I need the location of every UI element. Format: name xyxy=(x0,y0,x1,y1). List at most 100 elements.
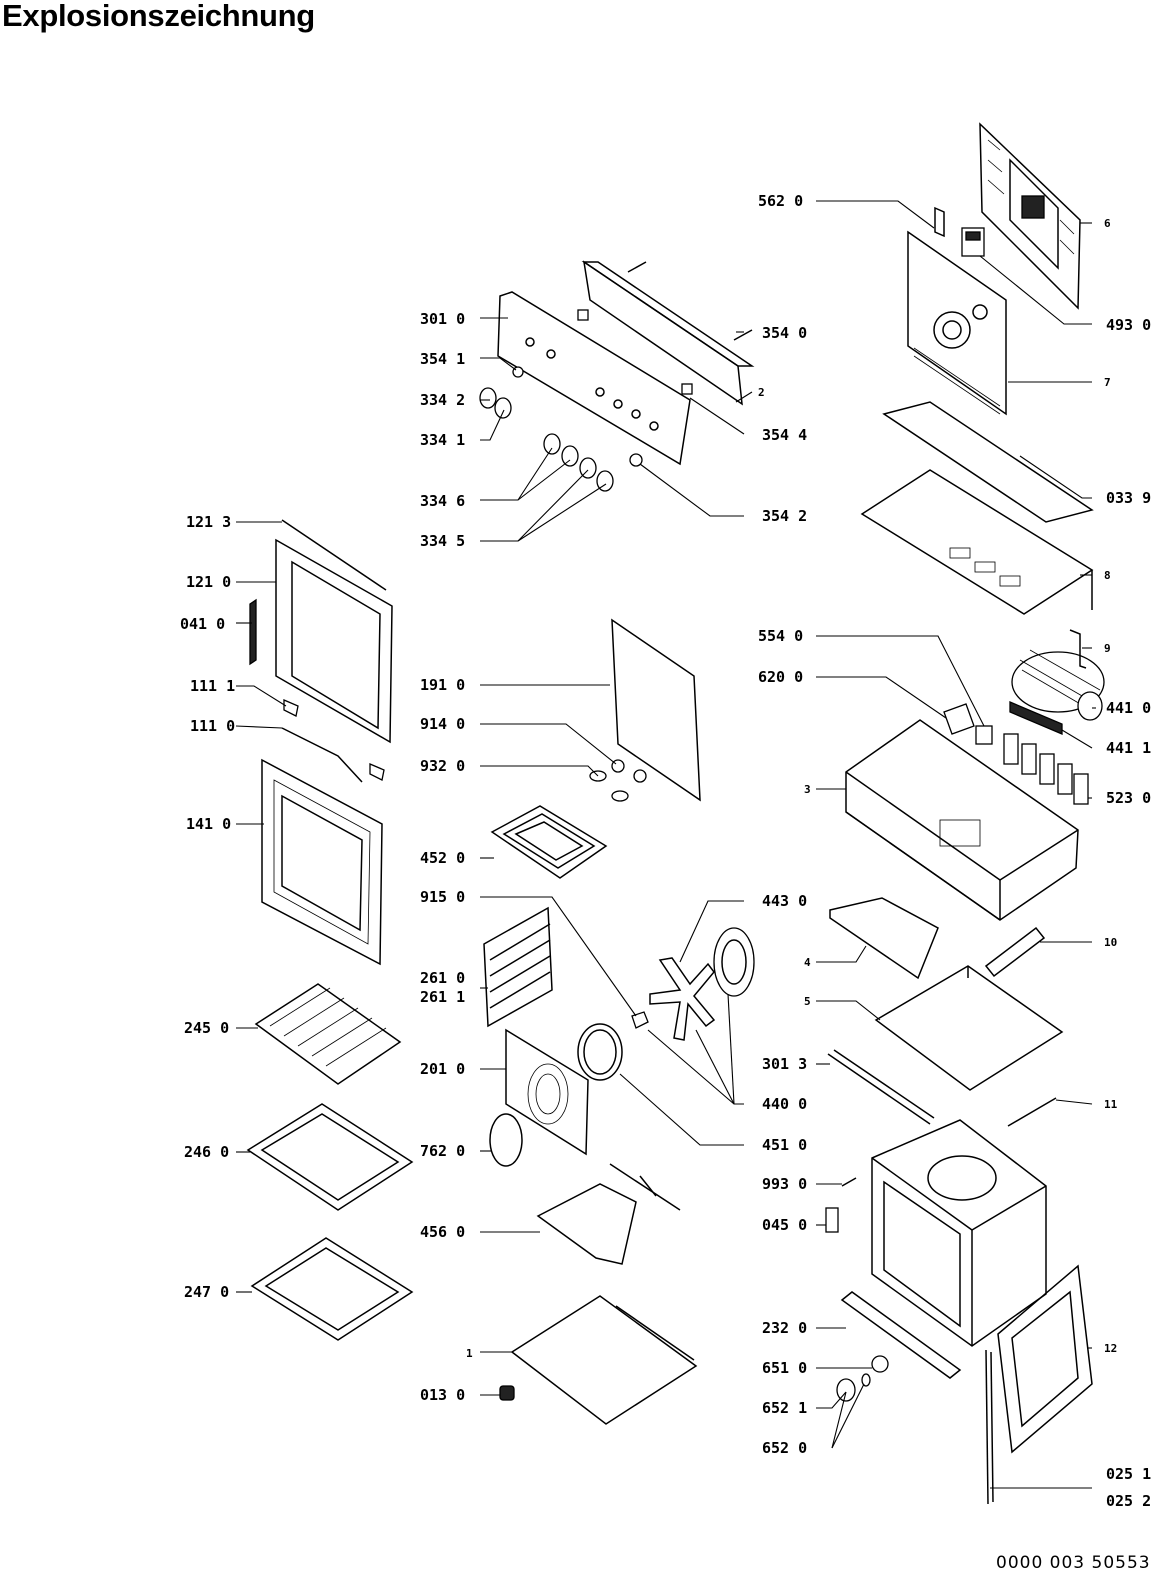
callout-562-0: 562 0 xyxy=(758,192,803,210)
callout-451-0: 451 0 xyxy=(762,1136,807,1154)
callout-523-0: 523 0 xyxy=(1106,789,1151,807)
callout-labels: 562 0 301 0 354 0 354 1 334 2 334 1 354 … xyxy=(180,192,1151,1510)
wire-shelf-part xyxy=(254,983,402,1085)
callout-554-0: 554 0 xyxy=(758,627,803,645)
insulation-strip-part xyxy=(882,401,1094,523)
callout-452-0: 452 0 xyxy=(420,849,465,867)
callout-4: 4 xyxy=(804,956,811,969)
callout-045-0: 045 0 xyxy=(762,1216,807,1234)
transformer-part xyxy=(961,227,985,257)
callout-111-0: 111 0 xyxy=(190,717,235,735)
callout-2: 2 xyxy=(758,386,765,399)
callout-025-2: 025 2 xyxy=(1106,1492,1151,1510)
door-gasket-part xyxy=(611,618,701,802)
callout-025-1: 025 1 xyxy=(1106,1465,1151,1483)
selector-switch-part xyxy=(943,703,975,735)
callout-993-0: 993 0 xyxy=(762,1175,807,1193)
callout-456-0: 456 0 xyxy=(420,1223,465,1241)
fan-heater-ring-part xyxy=(577,1023,623,1081)
heating-element-part xyxy=(490,759,647,879)
terminal-strip-part xyxy=(1009,701,1063,735)
callout-651-0: 651 0 xyxy=(762,1359,807,1377)
top-cover-part xyxy=(860,469,1094,615)
callout-247-0: 247 0 xyxy=(184,1283,229,1301)
callout-245-0: 245 0 xyxy=(184,1019,229,1037)
callout-441-0: 441 0 xyxy=(1106,699,1151,717)
callout-7: 7 xyxy=(1104,376,1111,389)
callout-915-0: 915 0 xyxy=(420,888,465,906)
callout-354-2: 354 2 xyxy=(762,507,807,525)
callout-354-4: 354 4 xyxy=(762,426,807,444)
callout-932-0: 932 0 xyxy=(420,757,465,775)
fan-motor-part xyxy=(713,927,755,997)
control-housing-part xyxy=(845,719,1079,921)
gasket-disc-part xyxy=(489,1113,523,1167)
callout-6: 6 xyxy=(1104,217,1111,230)
side-rack-part xyxy=(483,906,553,1028)
control-panel-backplate-part xyxy=(581,260,755,406)
page-title: Explosionszeichnung xyxy=(2,0,315,33)
callout-354-0: 354 0 xyxy=(762,324,807,342)
callout-493-0: 493 0 xyxy=(1106,316,1151,334)
foot-part xyxy=(499,1385,515,1401)
front-strip-part xyxy=(840,1291,962,1379)
rail-part xyxy=(827,1049,935,1125)
callout-354-1: 354 1 xyxy=(420,350,465,368)
fan-blade-part xyxy=(649,957,716,1041)
lamp-socket-part xyxy=(825,1207,839,1233)
callout-191-0: 191 0 xyxy=(420,676,465,694)
switch-block-part xyxy=(1003,733,1089,805)
door-inner-frame-part xyxy=(249,519,393,744)
oven-cavity-part xyxy=(871,1119,1047,1347)
callout-121-3: 121 3 xyxy=(186,513,231,531)
control-knobs-part xyxy=(479,366,643,492)
callout-440-0: 440 0 xyxy=(762,1095,807,1113)
air-guide-part xyxy=(829,897,939,980)
relay-part xyxy=(975,725,993,745)
side-door-part xyxy=(997,1264,1093,1454)
fan-housing-part xyxy=(505,1028,589,1156)
small-bracket-part xyxy=(1069,629,1087,669)
callout-1: 1 xyxy=(466,1347,473,1360)
callout-301-0: 301 0 xyxy=(420,310,465,328)
bottom-plate-part xyxy=(510,1295,698,1425)
callout-246-0: 246 0 xyxy=(184,1143,229,1161)
callout-10: 10 xyxy=(1104,936,1117,949)
callout-11: 11 xyxy=(1104,1098,1118,1111)
control-panel-front-part xyxy=(497,291,691,466)
callout-301-3: 301 3 xyxy=(762,1055,807,1073)
callout-261-0: 261 0 xyxy=(420,969,465,987)
front-trim-part xyxy=(984,926,1046,978)
callout-201-0: 201 0 xyxy=(420,1060,465,1078)
callout-334-2: 334 2 xyxy=(420,391,465,409)
callout-111-1: 111 1 xyxy=(190,677,235,695)
callout-914-0: 914 0 xyxy=(420,715,465,733)
callout-334-5: 334 5 xyxy=(420,532,465,550)
callout-121-0: 121 0 xyxy=(186,573,231,591)
door-seal-part xyxy=(985,1349,994,1505)
deep-tray-part xyxy=(250,1237,414,1341)
callout-3: 3 xyxy=(804,783,811,796)
callout-8: 8 xyxy=(1104,569,1111,582)
leader-lines xyxy=(235,200,1096,1489)
callout-620-0: 620 0 xyxy=(758,668,803,686)
grill-pan-part xyxy=(536,1163,681,1265)
inner-cover-part xyxy=(874,965,1064,1091)
oven-lamp-part xyxy=(836,1355,889,1402)
screw-part xyxy=(841,1177,857,1187)
outer-glass-door-part xyxy=(261,758,383,966)
strip-part xyxy=(1007,1097,1057,1127)
callout-334-1: 334 1 xyxy=(420,431,465,449)
shaft-pins-part xyxy=(577,261,753,395)
callout-013-0: 013 0 xyxy=(420,1386,465,1404)
callout-441-1: 441 1 xyxy=(1106,739,1151,757)
callout-652-1: 652 1 xyxy=(762,1399,807,1417)
callout-762-0: 762 0 xyxy=(420,1142,465,1160)
callout-12: 12 xyxy=(1104,1342,1117,1355)
callout-334-6: 334 6 xyxy=(420,492,465,510)
fan-cover-panel-part xyxy=(907,230,1007,416)
rear-panel-part xyxy=(979,122,1081,310)
callout-261-1: 261 1 xyxy=(420,988,465,1006)
door-hinge-part xyxy=(281,699,385,783)
